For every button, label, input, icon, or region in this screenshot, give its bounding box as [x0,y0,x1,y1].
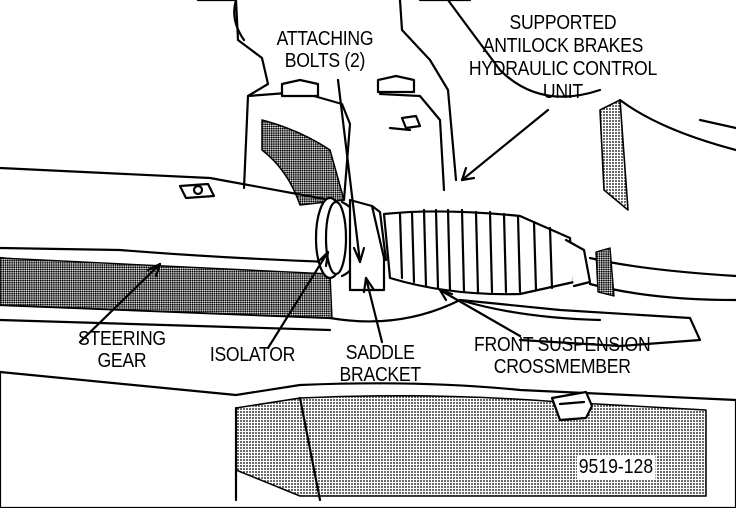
label-steering-gear: STEERING GEAR [77,328,166,372]
figure-number: 9519-128 [577,456,655,479]
label-attaching-bolts: ATTACHING BOLTS (2) [276,28,374,72]
label-front-suspension-crossmember: FRONT SUSPENSION CROSSMEMBER [474,334,651,378]
label-isolator: ISOLATOR [209,344,296,366]
steering-gear-hatch [0,257,333,319]
saddle-bracket-shape [348,198,386,292]
label-saddle-bracket: SADDLE BRACKET [339,342,422,386]
steering-gear-tube [0,166,332,202]
label-supported-unit: SUPPORTED ANTILOCK BRAKES HYDRAULIC CONT… [468,12,657,103]
crossmember-shade [235,395,707,497]
